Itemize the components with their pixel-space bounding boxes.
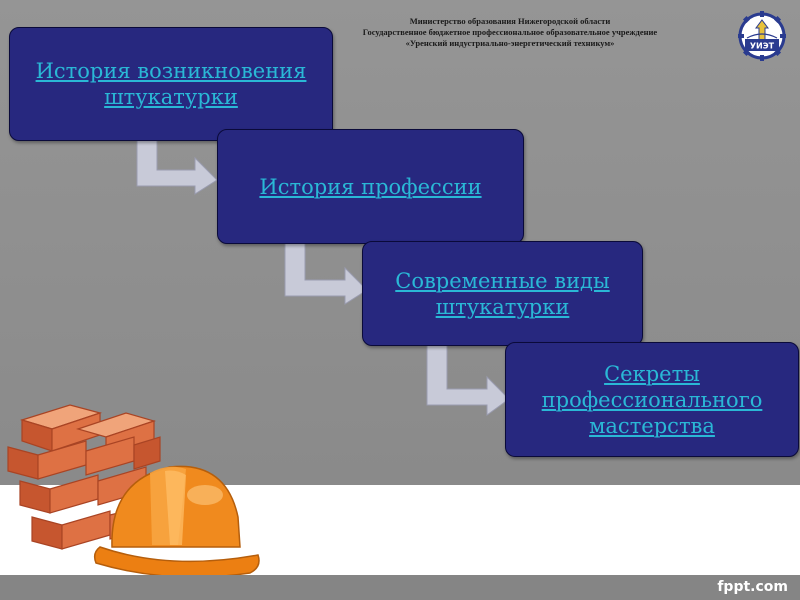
institution-header: Министерство образования Нижегородской о… [345,16,675,49]
step-link-3[interactable]: Современные виды штукатурки [395,268,610,319]
step-link-1[interactable]: История возникновения штукатурки [35,59,307,109]
step-link-2[interactable]: История профессии [259,174,482,199]
step-box-2[interactable]: История профессии [217,129,524,244]
school-emblem-icon: УИЭТ [738,11,786,61]
step-box-1[interactable]: История возникновения штукатурки [9,27,333,141]
logo-label: УИЭТ [750,42,775,51]
step-arrow-2 [284,242,368,305]
footer-bar: fppt.com [0,575,800,600]
step-arrow-3 [426,345,510,416]
hard-hat-icon [93,465,260,578]
step-box-3[interactable]: Современные виды штукатурки [362,241,643,346]
bricks-and-hard-hat-illustration [7,404,260,578]
bricks-icon [7,404,161,550]
step-arrow-1 [136,138,218,195]
footer-brand[interactable]: fppt.com [717,579,788,595]
header-institution-type: Государственное бюджетное профессиональн… [362,27,658,37]
header-ministry: Министерство образования Нижегородской о… [409,16,611,26]
step-box-4[interactable]: Секреты профессионального мастерства [505,342,799,457]
header-institution-name: «Уренский индустриально-энергетический т… [405,38,615,48]
step-link-4[interactable]: Секреты профессионального мастерства [541,361,763,438]
